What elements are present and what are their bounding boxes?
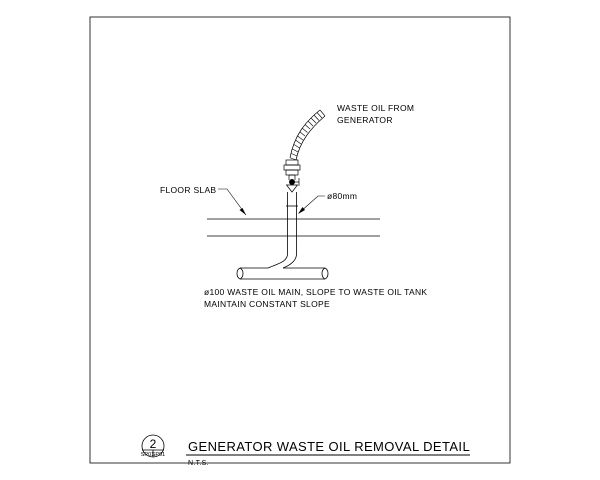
- waste-oil-main: [236, 267, 329, 280]
- label-maintain-slope: MAINTAIN CONSTANT SLOPE: [204, 299, 330, 309]
- floor-slab: [207, 218, 380, 237]
- detail-marker: [141, 434, 165, 458]
- label-floor-slab: FLOOR SLAB: [160, 185, 216, 195]
- label-waste-oil-main: ø100 WASTE OIL MAIN, SLOPE TO WASTE OIL …: [204, 287, 427, 297]
- sheet-ref-right: SP01: [152, 452, 165, 458]
- drain-pipe: [267, 192, 298, 269]
- leader-lines: [218, 188, 325, 216]
- detail-number: 2: [150, 437, 157, 451]
- label-generator: GENERATOR: [337, 115, 393, 125]
- valve-icon: [285, 178, 300, 193]
- label-pipe-size: ø80mm: [327, 191, 357, 201]
- flexible-hose: [289, 109, 326, 161]
- scale-note: N.T.S.: [188, 460, 209, 467]
- leader-arrows: [239, 207, 305, 215]
- detail-title: GENERATOR WASTE OIL REMOVAL DETAIL: [188, 439, 470, 454]
- label-waste-oil-from: WASTE OIL FROM: [337, 103, 414, 113]
- sheet-ref-left: SP01: [141, 452, 154, 458]
- sheet-border: [89, 16, 511, 464]
- pipe-coupling: [283, 159, 301, 180]
